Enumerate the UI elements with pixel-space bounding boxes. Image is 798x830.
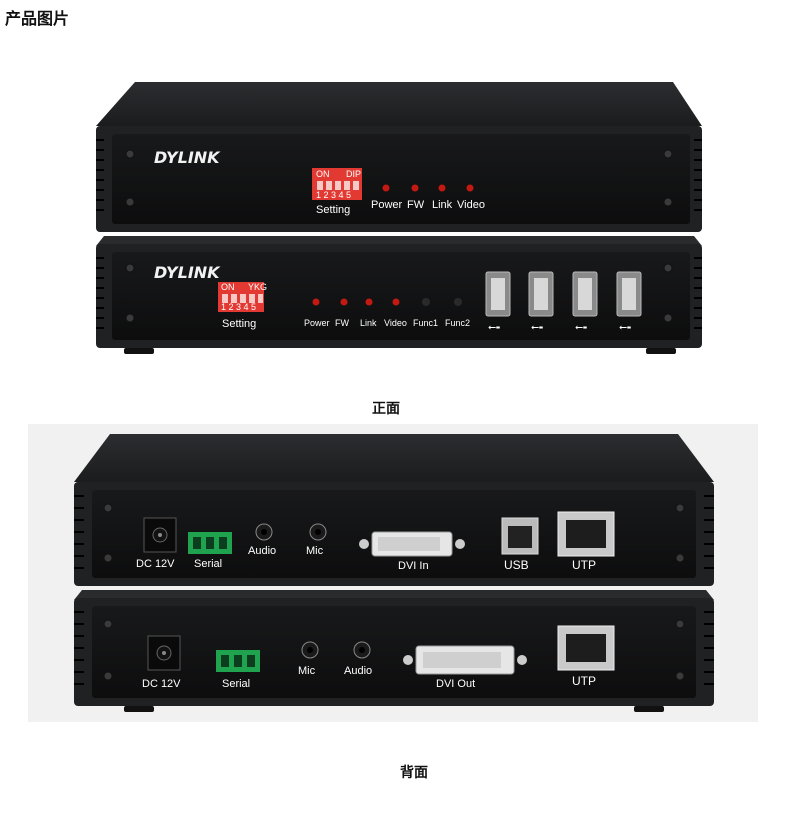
back-bottom-unit: DC 12V Serial Mic Audio DVI Out [74,590,714,712]
svg-text:UTP: UTP [572,674,596,688]
svg-text:ON: ON [316,169,330,179]
link-led [438,184,446,192]
svg-text:Func2: Func2 [445,318,470,328]
dvi-out-port[interactable] [403,645,527,675]
front-top-unit: DYLINK ON DIP 1 2 3 4 5 Setting Power FW… [96,82,702,232]
usb-port[interactable]: ⭠⁃ [572,271,598,333]
svg-text:DVI In: DVI In [398,560,429,572]
func2-led [454,298,462,306]
svg-text:Func1: Func1 [413,318,438,328]
front-caption: 正面 [372,401,400,417]
mic-jack[interactable] [309,523,327,541]
usb-port[interactable]: ⭠⁃ [485,271,511,333]
svg-text:YKG: YKG [248,282,267,292]
func1-led [422,298,430,306]
svg-text:FW: FW [335,318,349,328]
utp-rj45-port[interactable] [557,625,615,671]
page-heading: 产品图片 [5,9,70,28]
front-bottom-unit: DYLINK ON YKG 1 2 3 4 5 Setting Power FW… [96,236,702,354]
svg-text:DYLINK: DYLINK [154,263,221,282]
svg-text:Video: Video [457,199,485,211]
svg-text:Audio: Audio [344,665,372,677]
audio-jack[interactable] [255,523,273,541]
svg-text:DIP: DIP [346,169,361,179]
dc-power-jack[interactable] [147,635,181,671]
dvi-in-port[interactable] [359,531,465,557]
front-view-photo: DYLINK ON DIP 1 2 3 4 5 Setting Power FW… [96,82,702,354]
svg-text:Mic: Mic [306,545,324,557]
usb-icon: ⭠⁃ [531,322,543,333]
svg-text:DC 12V: DC 12V [142,678,181,690]
svg-text:ON: ON [221,282,235,292]
svg-text:Video: Video [384,318,407,328]
usb-port[interactable]: ⭠⁃ [616,271,642,333]
svg-text:Power: Power [304,318,330,328]
svg-text:Audio: Audio [248,545,276,557]
svg-text:USB: USB [504,558,529,572]
serial-terminal[interactable] [216,650,260,672]
svg-text:Serial: Serial [194,558,222,570]
usb-b-port[interactable] [501,517,539,555]
usb-icon: ⭠⁃ [619,322,631,333]
video-led [392,298,400,306]
usb-icon: ⭠⁃ [488,322,500,333]
svg-text:UTP: UTP [572,558,596,572]
power-led [312,298,320,306]
svg-text:Setting: Setting [222,318,256,330]
setting-label: Setting [316,204,350,216]
back-view-photo: DC 12V Serial Audio Mic DVI In [28,424,758,722]
svg-text:DC 12V: DC 12V [136,558,175,570]
svg-text:Link: Link [432,199,453,211]
svg-text:Serial: Serial [222,678,250,690]
fw-led [340,298,348,306]
brand-logo: DYLINK [154,148,221,167]
serial-terminal[interactable] [188,532,232,554]
svg-text:Link: Link [360,318,377,328]
svg-text:1 2 3 4 5: 1 2 3 4 5 [221,302,256,312]
svg-text:1 2 3 4 5: 1 2 3 4 5 [316,190,351,200]
svg-text:FW: FW [407,199,425,211]
usb-port[interactable]: ⭠⁃ [528,271,554,333]
audio-jack[interactable] [353,641,371,659]
power-led [382,184,390,192]
svg-text:Power: Power [371,199,403,211]
svg-text:DVI Out: DVI Out [436,678,475,690]
mic-jack[interactable] [301,641,319,659]
back-caption: 背面 [400,765,428,781]
usb-icon: ⭠⁃ [575,322,587,333]
fw-led [411,184,419,192]
video-led [466,184,474,192]
utp-rj45-port[interactable] [557,511,615,557]
back-top-unit: DC 12V Serial Audio Mic DVI In [74,434,714,586]
link-led [365,298,373,306]
dc-power-jack[interactable] [143,517,177,553]
svg-text:Mic: Mic [298,665,316,677]
